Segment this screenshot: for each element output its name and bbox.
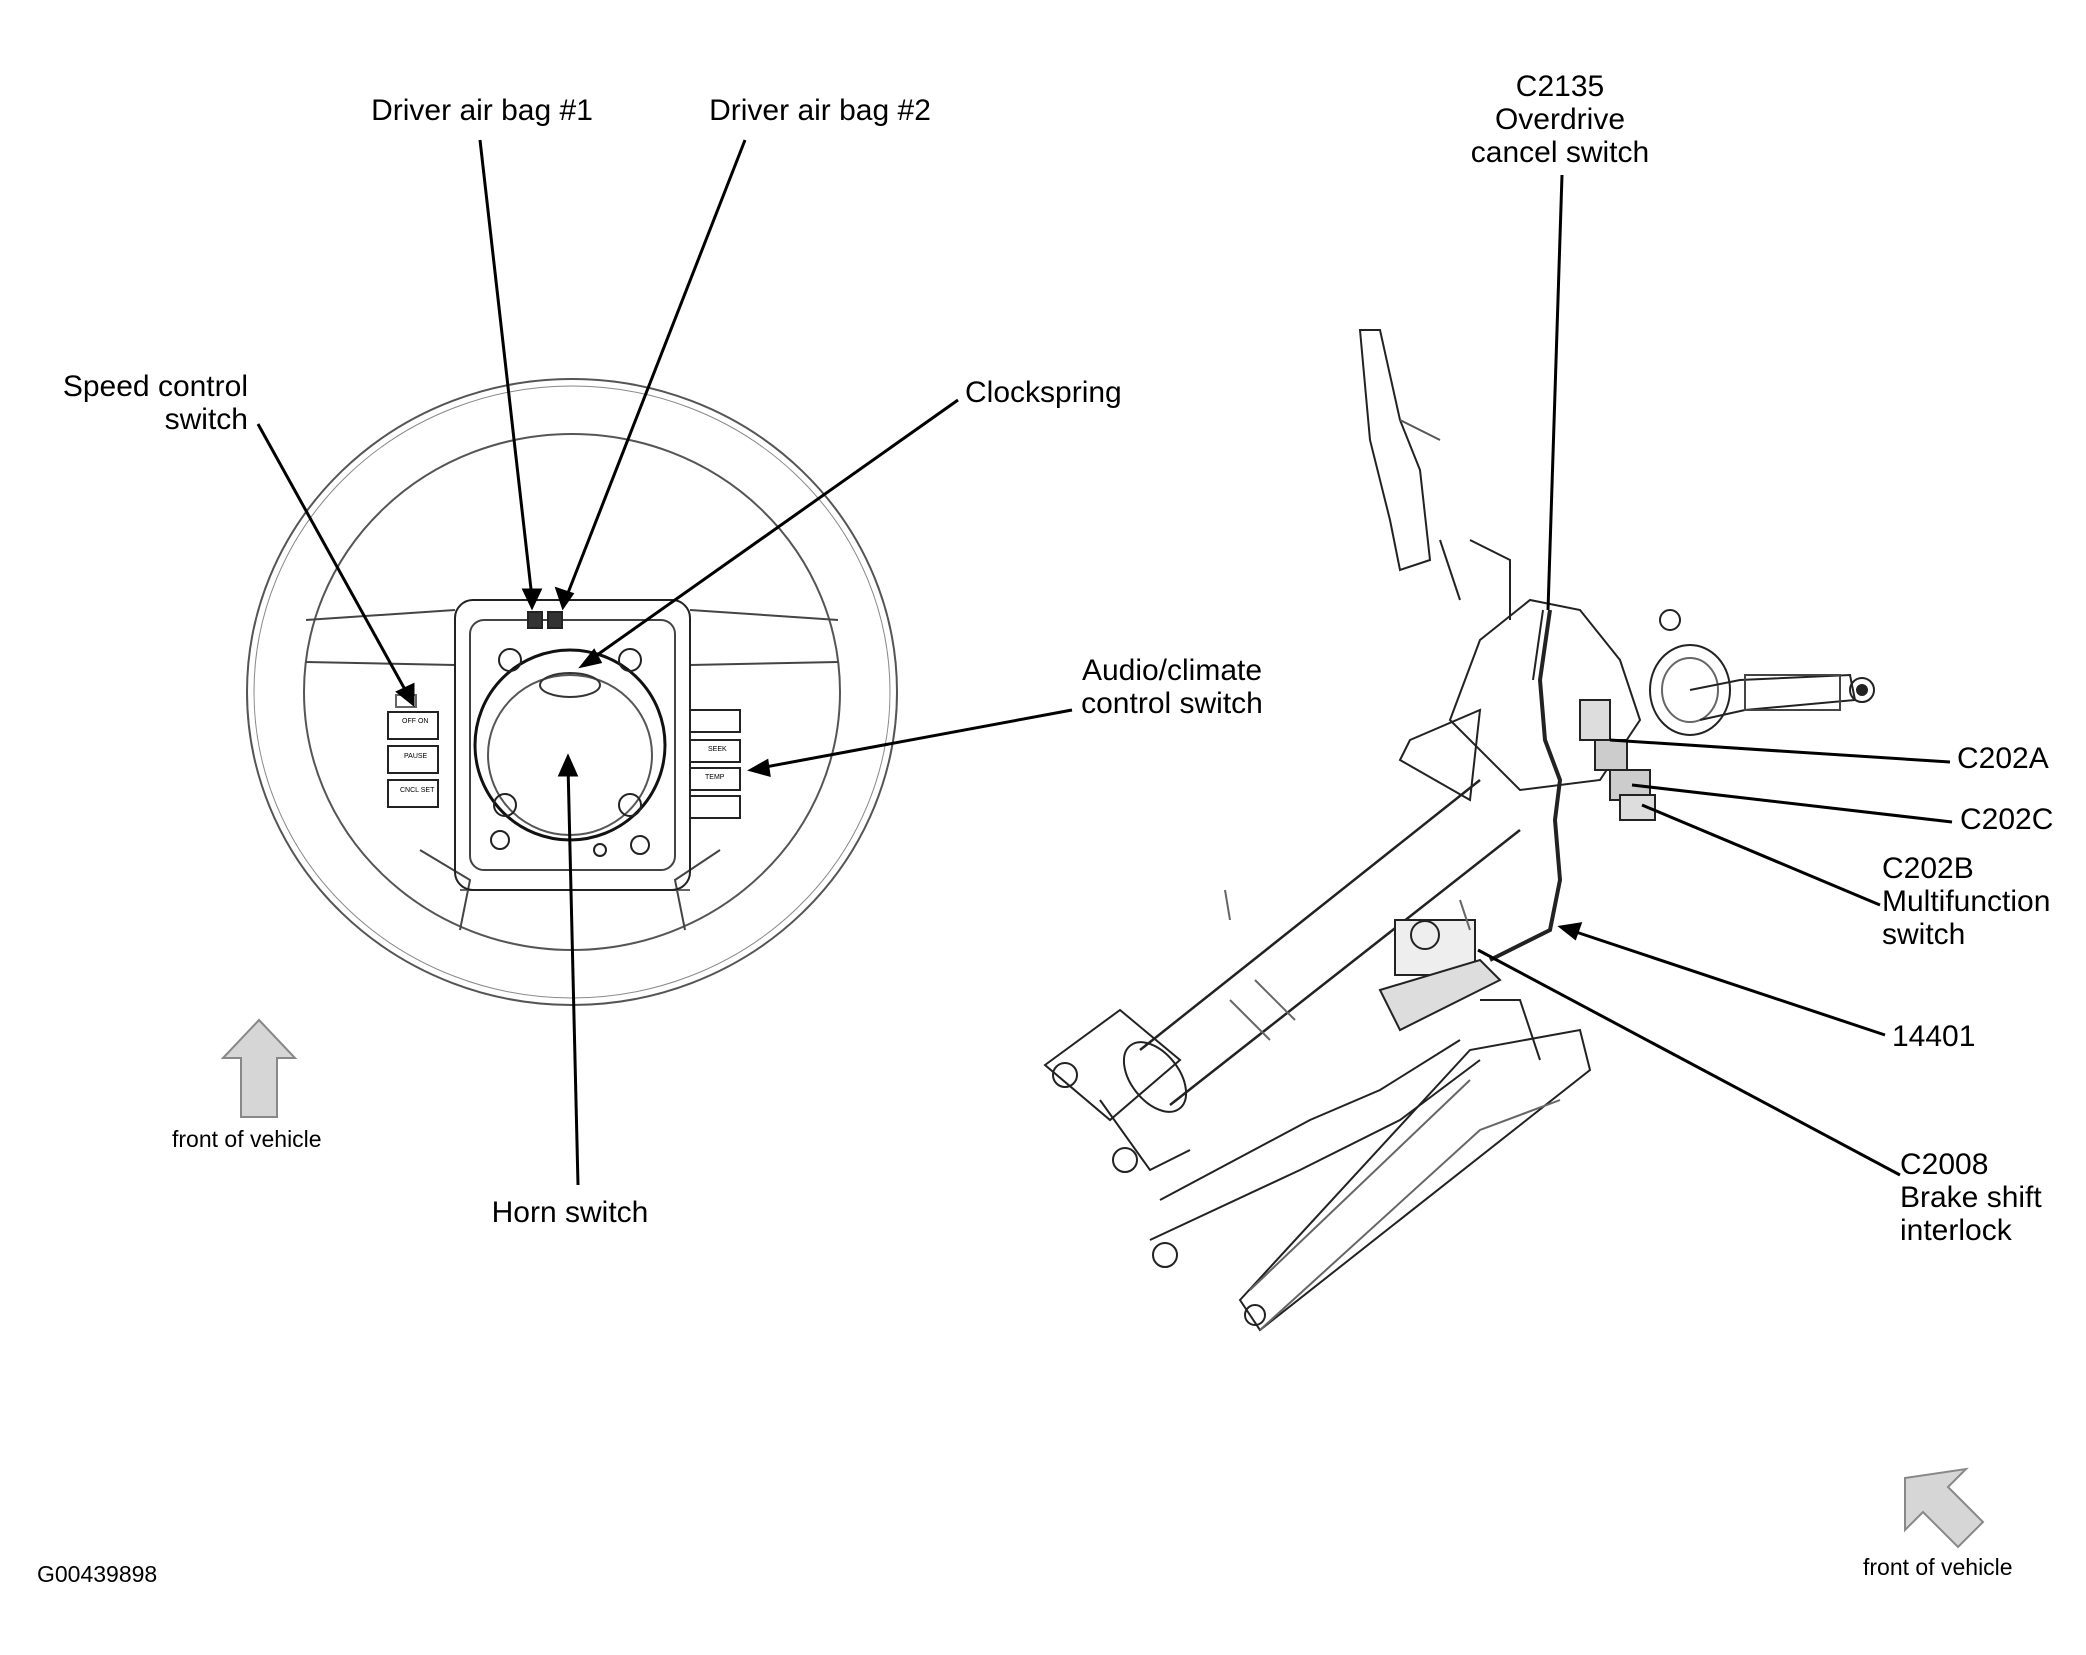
front-arrow-right [1904, 1467, 1985, 1549]
switch-text-off-on: OFF ON [402, 718, 429, 725]
label-14401: 14401 [1892, 1020, 1976, 1053]
label-c202a: C202A [1957, 742, 2049, 775]
switch-text-seek: SEEK [708, 746, 727, 753]
front-arrow-left [220, 1018, 298, 1118]
label-front-of-vehicle-right: front of vehicle [1863, 1554, 2013, 1580]
label-c202b-multifunction-switch: C202B Multifunction switch [1882, 852, 2051, 951]
label-clockspring: Clockspring [965, 376, 1122, 409]
steering-wheel [246, 378, 898, 1006]
switch-text-pause: PAUSE [404, 753, 428, 760]
figure-id: G00439898 [37, 1561, 158, 1587]
steering-column [1043, 329, 1875, 1332]
switch-text-temp: TEMP [705, 774, 725, 781]
label-front-of-vehicle-left: front of vehicle [172, 1126, 322, 1152]
switch-text-cncl-set: CNCL SET [400, 787, 435, 794]
leader-lines [256, 139, 1953, 1186]
label-driver-air-bag-1: Driver air bag #1 [371, 94, 593, 127]
label-audio-climate-control-switch: Audio/climate control switch [1081, 654, 1263, 720]
label-driver-air-bag-2: Driver air bag #2 [709, 94, 931, 127]
label-speed-control-switch: Speed control switch [62, 370, 248, 436]
label-c202c: C202C [1960, 803, 2054, 836]
label-horn-switch: Horn switch [491, 1196, 649, 1229]
label-c2135-overdrive-cancel-switch: C2135 Overdrive cancel switch [1470, 70, 1650, 169]
label-c2008-brake-shift-interlock: C2008 Brake shift interlock [1900, 1148, 2042, 1247]
